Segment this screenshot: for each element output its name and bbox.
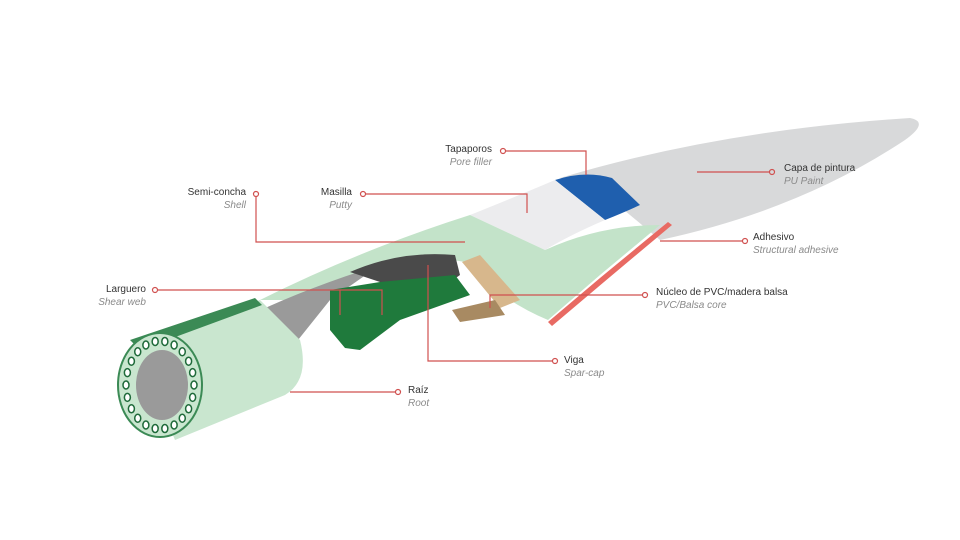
label-shell: Semi-concha Shell — [160, 186, 246, 212]
label-en: PVC/Balsa core — [656, 300, 727, 311]
bolt-hole — [178, 346, 187, 357]
label-en: PU Paint — [784, 176, 824, 187]
label-es: Núcleo de PVC/madera balsa — [656, 287, 788, 298]
adhesive-edge — [548, 222, 672, 326]
label-en: Shell — [223, 200, 246, 211]
shear-web — [330, 275, 470, 350]
label-en: Shear web — [98, 297, 146, 308]
bolt-hole — [188, 392, 197, 403]
label-es: Capa de pintura — [784, 163, 856, 174]
label-root: Raíz Root — [408, 384, 429, 410]
label-pvc-balsa-core: Núcleo de PVC/madera balsa PVC/Balsa cor… — [656, 286, 788, 312]
bolt-hole — [184, 404, 193, 414]
pore-filler-layer — [555, 174, 640, 220]
bolt-hole — [184, 356, 193, 366]
bolt-hole — [151, 336, 159, 347]
bolt-hole — [123, 392, 132, 403]
label-es: Viga — [564, 355, 584, 366]
label-en: Spar-cap — [564, 368, 605, 379]
label-pore-filler: Tapaporos Pore filler — [420, 143, 492, 169]
bolt-hole — [127, 404, 136, 414]
label-es: Larguero — [105, 284, 146, 295]
bolt-hole — [151, 423, 159, 434]
bolt-hole — [142, 420, 150, 430]
bolt-hole — [188, 367, 197, 378]
shell-layer — [260, 215, 660, 320]
label-en: Root — [408, 398, 430, 409]
label-en: Putty — [329, 200, 352, 211]
bolt-hole — [190, 380, 198, 390]
bolt-hole — [161, 336, 169, 347]
pu-paint-layer — [560, 118, 919, 240]
label-es: Raíz — [408, 385, 429, 396]
label-pu-paint: Capa de pintura PU Paint — [784, 162, 855, 188]
label-spar-cap: Viga Spar-cap — [564, 354, 604, 380]
label-es: Semi-concha — [187, 187, 246, 198]
bolt-hole — [133, 346, 142, 357]
bolt-hole — [122, 380, 130, 390]
putty-layer — [470, 180, 605, 250]
root-bore — [136, 350, 188, 420]
bolt-hole — [127, 356, 136, 366]
root-bolt-holes — [122, 336, 198, 434]
label-en: Pore filler — [449, 157, 492, 168]
label-en: Structural adhesive — [753, 245, 839, 256]
label-adhesive: Adhesivo Structural adhesive — [753, 231, 839, 257]
label-es: Masilla — [320, 187, 352, 198]
bolt-hole — [170, 420, 178, 430]
bolt-hole — [161, 423, 169, 434]
bolt-hole — [133, 413, 142, 424]
bolt-hole — [178, 413, 187, 424]
label-es: Adhesivo — [753, 232, 795, 243]
bolt-hole — [170, 340, 178, 350]
leader-lines — [151, 147, 776, 396]
label-shear-web: Larguero Shear web — [60, 283, 146, 309]
label-es: Tapaporos — [445, 144, 492, 155]
bolt-hole — [142, 340, 150, 350]
balsa-core-lower — [452, 300, 505, 322]
bolt-hole — [123, 367, 132, 378]
label-putty: Masilla Putty — [290, 186, 352, 212]
